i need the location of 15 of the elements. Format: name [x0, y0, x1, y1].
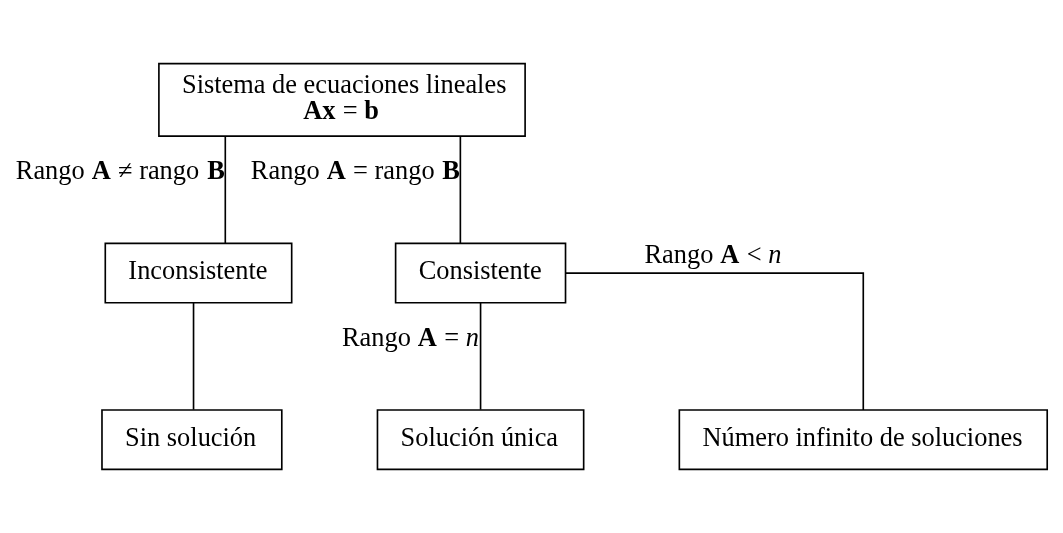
node-box: Consistente [394, 242, 567, 304]
connector [565, 272, 865, 411]
edge-label: Rango A = rango B [250, 155, 460, 186]
node-box: Solución única [376, 409, 585, 471]
edge-label: Rango A = n [342, 322, 479, 353]
node-box: Número infinito de soluciones [678, 409, 1049, 471]
connector [192, 302, 195, 411]
connector [479, 302, 482, 411]
node-box: Sin solución [101, 409, 283, 471]
edge-label: Rango A ≠ rango B [15, 155, 225, 186]
node-box: Sistema de ecuaciones lineales Ax = b [158, 62, 526, 137]
connector [459, 135, 462, 244]
edge-label: Rango A < n [644, 238, 782, 269]
connector [224, 135, 227, 244]
node-box: Inconsistente [104, 242, 293, 304]
